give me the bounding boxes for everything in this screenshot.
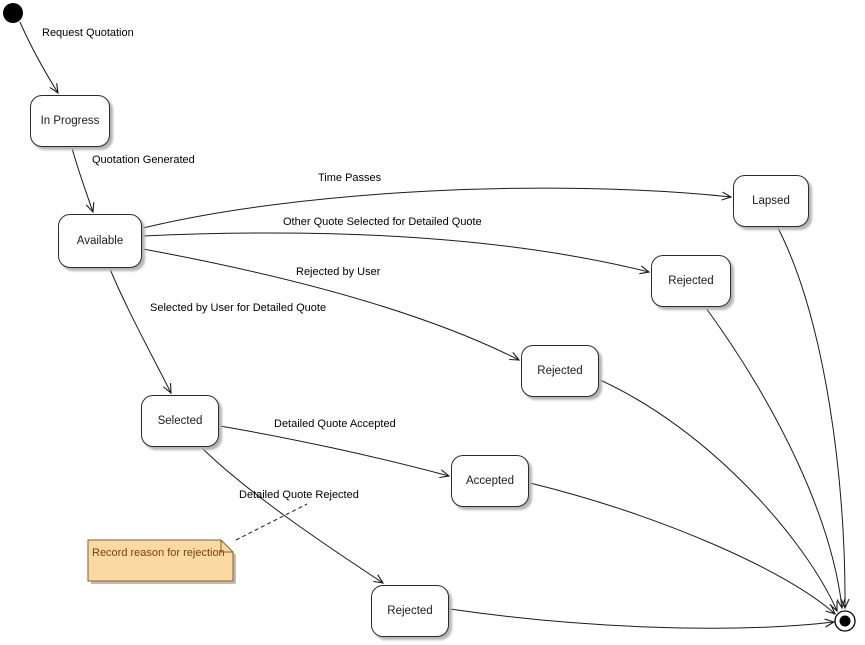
state-label: Available	[76, 235, 124, 247]
state-label: Rejected	[668, 275, 714, 287]
state-label: In Progress	[40, 115, 100, 127]
transition-arrow-rejected-bottom-to-final	[449, 608, 836, 629]
transition-arrow-rejected-middle-to-final	[599, 379, 838, 613]
transition-arrow-selected-by-user	[109, 268, 172, 395]
transition-label-other-quote-selected: Other Quote Selected for Detailed Quote	[283, 216, 482, 228]
transition-arrow-lapsed-to-final	[777, 227, 850, 610]
state-lapsed: Lapsed	[733, 175, 809, 227]
transition-arrow-detailed-quote-accepted	[219, 425, 451, 479]
state-in-progress: In Progress	[30, 95, 110, 147]
state-rejected-middle: Rejected	[521, 345, 599, 397]
transition-arrow-request-quotation	[19, 21, 59, 95]
transition-label-time-passes: Time Passes	[318, 172, 382, 184]
transition-arrow-rejected-top-to-final	[705, 307, 846, 610]
initial-state-dot	[3, 3, 23, 23]
transition-label-detailed-quote-rejected: Detailed Quote Rejected	[239, 489, 359, 501]
transition-arrow-other-quote-selected	[142, 232, 651, 275]
final-state-bullseye	[834, 610, 856, 632]
state-label: Selected	[157, 415, 203, 427]
state-rejected-bottom: Rejected	[371, 585, 449, 637]
state-label: Rejected	[387, 605, 433, 617]
transition-label-rejected-by-user: Rejected by User	[296, 266, 381, 278]
state-selected: Selected	[141, 395, 219, 447]
transition-arrow-time-passes	[142, 187, 733, 229]
transition-label-selected-by-user: Selected by User for Detailed Quote	[150, 302, 327, 314]
state-label: Accepted	[466, 475, 514, 487]
state-available: Available	[58, 214, 142, 268]
transition-label-detailed-quote-accepted: Detailed Quote Accepted	[274, 418, 396, 430]
note-shape	[87, 539, 234, 582]
transition-arrow-rejected-by-user	[142, 248, 521, 361]
state-label: Rejected	[537, 365, 583, 377]
note-fold-corner	[220, 540, 233, 553]
transition-arrow-detailed-quote-rejected	[201, 447, 385, 584]
state-accepted: Accepted	[451, 455, 529, 507]
transition-label-request-quotation: Request Quotation	[42, 27, 134, 39]
transition-label-quotation-generated: Quotation Generated	[92, 154, 195, 166]
state-label: Lapsed	[752, 195, 790, 207]
note-text: Record reason for rejection	[92, 547, 225, 559]
transition-arrow-accepted-to-final	[529, 482, 837, 615]
transition-arrow-quotation-generated	[71, 147, 95, 214]
note-anchor-line	[235, 503, 308, 541]
state-rejected-top: Rejected	[651, 255, 731, 307]
